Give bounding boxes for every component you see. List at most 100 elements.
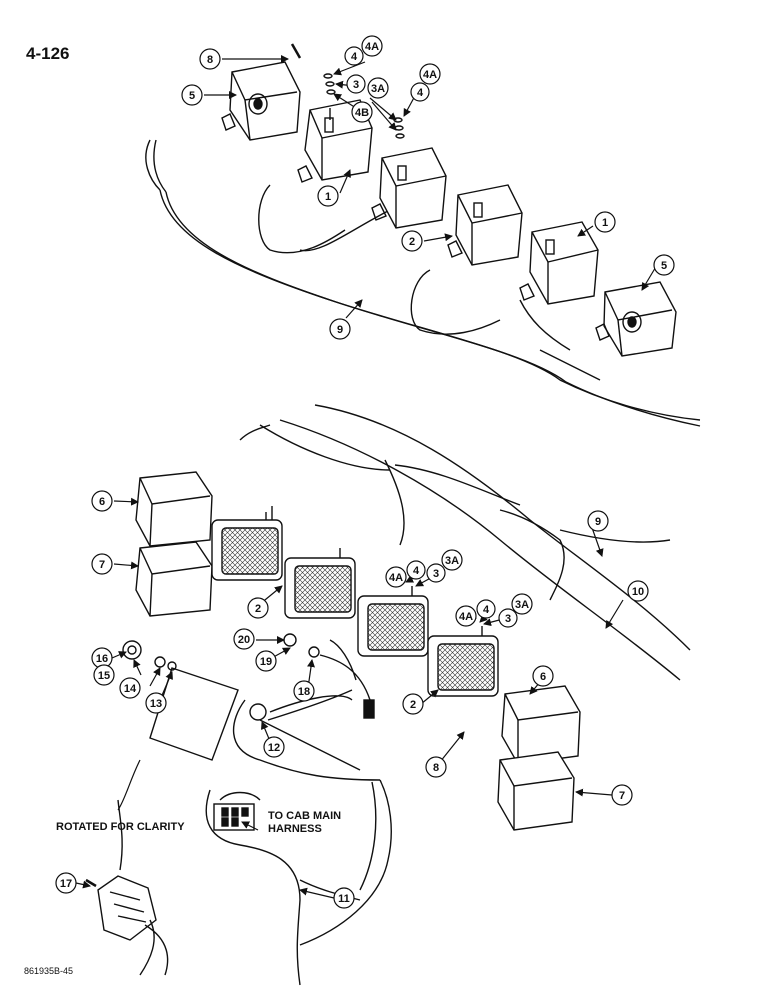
svg-text:3A: 3A bbox=[445, 555, 459, 567]
callout-1a: 1 bbox=[317, 185, 339, 207]
callout-7a: 7 bbox=[91, 553, 113, 575]
rotated-for-clarity-note: ROTATED FOR CLARITY bbox=[56, 821, 185, 833]
svg-text:8: 8 bbox=[207, 54, 213, 66]
svg-text:18: 18 bbox=[298, 686, 310, 698]
callout-4B: 4B bbox=[351, 101, 373, 123]
switch-plate bbox=[149, 667, 239, 761]
work-lamp-upper-2 bbox=[371, 147, 447, 229]
callout-8b: 8 bbox=[425, 756, 447, 778]
svg-text:3A: 3A bbox=[371, 83, 385, 95]
callout-14: 14 bbox=[119, 677, 141, 699]
callout-2a: 2 bbox=[401, 230, 423, 252]
svg-text:2: 2 bbox=[409, 236, 415, 248]
svg-text:5: 5 bbox=[189, 90, 195, 102]
callout-4b: 4 bbox=[410, 82, 430, 102]
callout-11: 11 bbox=[333, 887, 355, 909]
callout-3A-c: 3A bbox=[441, 549, 463, 571]
svg-text:4: 4 bbox=[417, 87, 424, 99]
callout-4A-c: 4A bbox=[385, 566, 407, 588]
floodlight-4 bbox=[427, 626, 499, 697]
svg-text:14: 14 bbox=[124, 683, 137, 695]
callout-4A-b: 4A bbox=[419, 63, 441, 85]
svg-text:9: 9 bbox=[595, 516, 601, 528]
svg-text:4B: 4B bbox=[355, 107, 369, 119]
svg-text:3: 3 bbox=[505, 613, 511, 625]
floodlight-1 bbox=[211, 506, 283, 581]
svg-text:3A: 3A bbox=[515, 599, 529, 611]
callout-13: 13 bbox=[145, 692, 167, 714]
callout-3d: 3 bbox=[498, 608, 518, 628]
rear-lamp-6-left bbox=[135, 471, 213, 547]
rear-lamp-left bbox=[221, 61, 301, 141]
svg-text:8: 8 bbox=[433, 762, 439, 774]
rear-lamp-right bbox=[595, 281, 677, 357]
svg-text:9: 9 bbox=[337, 324, 343, 336]
callout-3A-a: 3A bbox=[367, 77, 389, 99]
svg-text:4A: 4A bbox=[389, 572, 403, 584]
rear-lamp-7-left bbox=[135, 541, 213, 617]
callout-5b: 5 bbox=[653, 254, 675, 276]
svg-text:2: 2 bbox=[255, 603, 261, 615]
cab-harness-note-line2: HARNESS bbox=[268, 823, 322, 835]
callout-5a: 5 bbox=[181, 84, 203, 106]
callout-4A-d: 4A bbox=[455, 605, 477, 627]
page-number: 4-126 bbox=[26, 44, 70, 63]
callout-17: 17 bbox=[55, 872, 77, 894]
work-lamp-upper-4 bbox=[519, 221, 599, 305]
svg-text:6: 6 bbox=[540, 671, 546, 683]
svg-text:7: 7 bbox=[619, 790, 625, 802]
svg-text:4: 4 bbox=[483, 604, 490, 616]
callout-3a: 3 bbox=[346, 74, 366, 94]
svg-text:6: 6 bbox=[99, 496, 105, 508]
callout-9a: 9 bbox=[329, 318, 351, 340]
callout-4d: 4 bbox=[476, 599, 496, 619]
floodlight-3 bbox=[357, 586, 429, 657]
svg-text:12: 12 bbox=[268, 742, 280, 754]
callout-4A-a: 4A bbox=[361, 35, 383, 57]
work-lamp-upper-3 bbox=[447, 184, 523, 266]
svg-text:10: 10 bbox=[632, 586, 644, 598]
callout-12: 12 bbox=[263, 736, 285, 758]
document-id: 861935B-45 bbox=[24, 966, 74, 976]
svg-text:3: 3 bbox=[353, 79, 359, 91]
svg-text:7: 7 bbox=[99, 559, 105, 571]
callouts: 8 4 4A 3 3A 4B 4A 4 5 1 2 1 5 9 6 7 9 10… bbox=[55, 35, 675, 909]
callout-10: 10 bbox=[627, 580, 649, 602]
rear-lamp-7-right bbox=[497, 751, 575, 831]
svg-text:11: 11 bbox=[338, 893, 350, 905]
svg-text:4A: 4A bbox=[459, 611, 473, 623]
callout-7b: 7 bbox=[611, 784, 633, 806]
lower-assembly bbox=[85, 404, 691, 986]
callout-19: 19 bbox=[255, 650, 277, 672]
callout-18: 18 bbox=[293, 680, 315, 702]
svg-text:1: 1 bbox=[325, 191, 331, 203]
cab-harness-note-line1: TO CAB MAIN bbox=[268, 810, 342, 822]
callout-2c: 2 bbox=[402, 693, 424, 715]
svg-text:2: 2 bbox=[410, 699, 416, 711]
callout-1b: 1 bbox=[594, 211, 616, 233]
svg-text:13: 13 bbox=[150, 698, 162, 710]
callout-15: 15 bbox=[93, 664, 115, 686]
svg-text:1: 1 bbox=[602, 217, 608, 229]
svg-text:4: 4 bbox=[351, 51, 358, 63]
callout-6a: 6 bbox=[91, 490, 113, 512]
callout-3c: 3 bbox=[426, 563, 446, 583]
svg-text:4A: 4A bbox=[365, 41, 379, 53]
callout-4c: 4 bbox=[406, 560, 426, 580]
svg-text:17: 17 bbox=[60, 878, 72, 890]
svg-text:3: 3 bbox=[433, 568, 439, 580]
rear-lamp-6-right bbox=[501, 685, 581, 765]
callout-20: 20 bbox=[233, 628, 255, 650]
callout-9b: 9 bbox=[587, 510, 609, 532]
svg-text:5: 5 bbox=[661, 260, 667, 272]
callout-2b: 2 bbox=[247, 597, 269, 619]
floodlight-2 bbox=[284, 548, 356, 619]
callout-6b: 6 bbox=[532, 665, 554, 687]
svg-text:19: 19 bbox=[260, 656, 272, 668]
callout-4a: 4 bbox=[344, 46, 364, 66]
upper-assembly bbox=[145, 43, 701, 427]
svg-text:20: 20 bbox=[238, 634, 250, 646]
svg-text:16: 16 bbox=[96, 653, 108, 665]
callout-8a: 8 bbox=[199, 48, 221, 70]
